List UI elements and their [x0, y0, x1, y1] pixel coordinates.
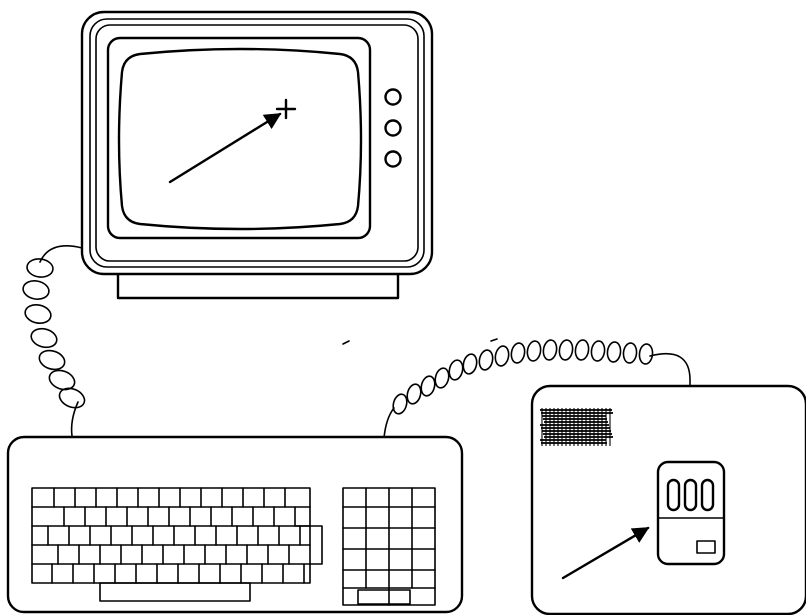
cable-coil-loop [58, 387, 86, 409]
cable-coil-loop [26, 258, 54, 278]
cable-coil-loop [590, 340, 606, 362]
mouse-pad [530, 384, 806, 615]
mouse-button-left [666, 478, 681, 512]
space-bar [99, 582, 251, 602]
mouse-button-middle [683, 478, 698, 512]
cable-coil-loop [420, 375, 436, 397]
cable-coil-loop [622, 342, 638, 364]
keypad-zero-key [357, 589, 411, 605]
cable-coil-loop [478, 349, 494, 371]
monitor-knobs [384, 88, 402, 168]
monitor-knob [384, 119, 402, 137]
cable-coil-loop [22, 280, 50, 300]
cable-coil-loop [558, 339, 574, 361]
monitor [80, 10, 434, 300]
monitor-screen [117, 47, 363, 231]
monitor-stand [116, 260, 400, 300]
keyboard-mouse-cable [383, 339, 691, 463]
keyboard-main-keys [31, 487, 323, 602]
cable-coil-loop [48, 369, 76, 391]
cable-coil-loop [434, 367, 450, 389]
keyboard-numeric-keypad [342, 487, 436, 606]
cursor-motion-arrow [168, 112, 282, 184]
cable-coil-loop [638, 343, 654, 365]
mouse-button-right [700, 478, 715, 512]
monitor-bezel [106, 36, 372, 240]
keyboard [6, 435, 464, 614]
cable-coil-loop [392, 393, 408, 415]
cable-coil-loop [542, 339, 558, 361]
mouse-indicator [696, 540, 716, 554]
cable-coil-loop [38, 349, 66, 371]
cable-coil-loop [462, 353, 478, 375]
monitor-casing [80, 10, 434, 276]
cable-coil-loop [24, 303, 52, 325]
scan-specks [342, 338, 498, 345]
cable-coil-loop [574, 339, 590, 361]
cable-coil-loop [448, 359, 464, 381]
monitor-knob [384, 150, 402, 168]
cable-coil-loop [30, 327, 58, 349]
cable-coil-loop [494, 345, 510, 367]
cable-coil-loop [606, 341, 622, 363]
mouse [656, 460, 726, 566]
cable-coil-loop [510, 342, 526, 364]
mouse-motion-arrow [561, 526, 650, 580]
mouse-pad-logo [540, 408, 613, 446]
cable-coil-loop [406, 383, 422, 405]
cable-coil-loop [526, 340, 542, 362]
monitor-knob [384, 88, 402, 106]
monitor-keyboard-cable [22, 245, 86, 437]
crosshair-cursor-icon [275, 98, 297, 120]
